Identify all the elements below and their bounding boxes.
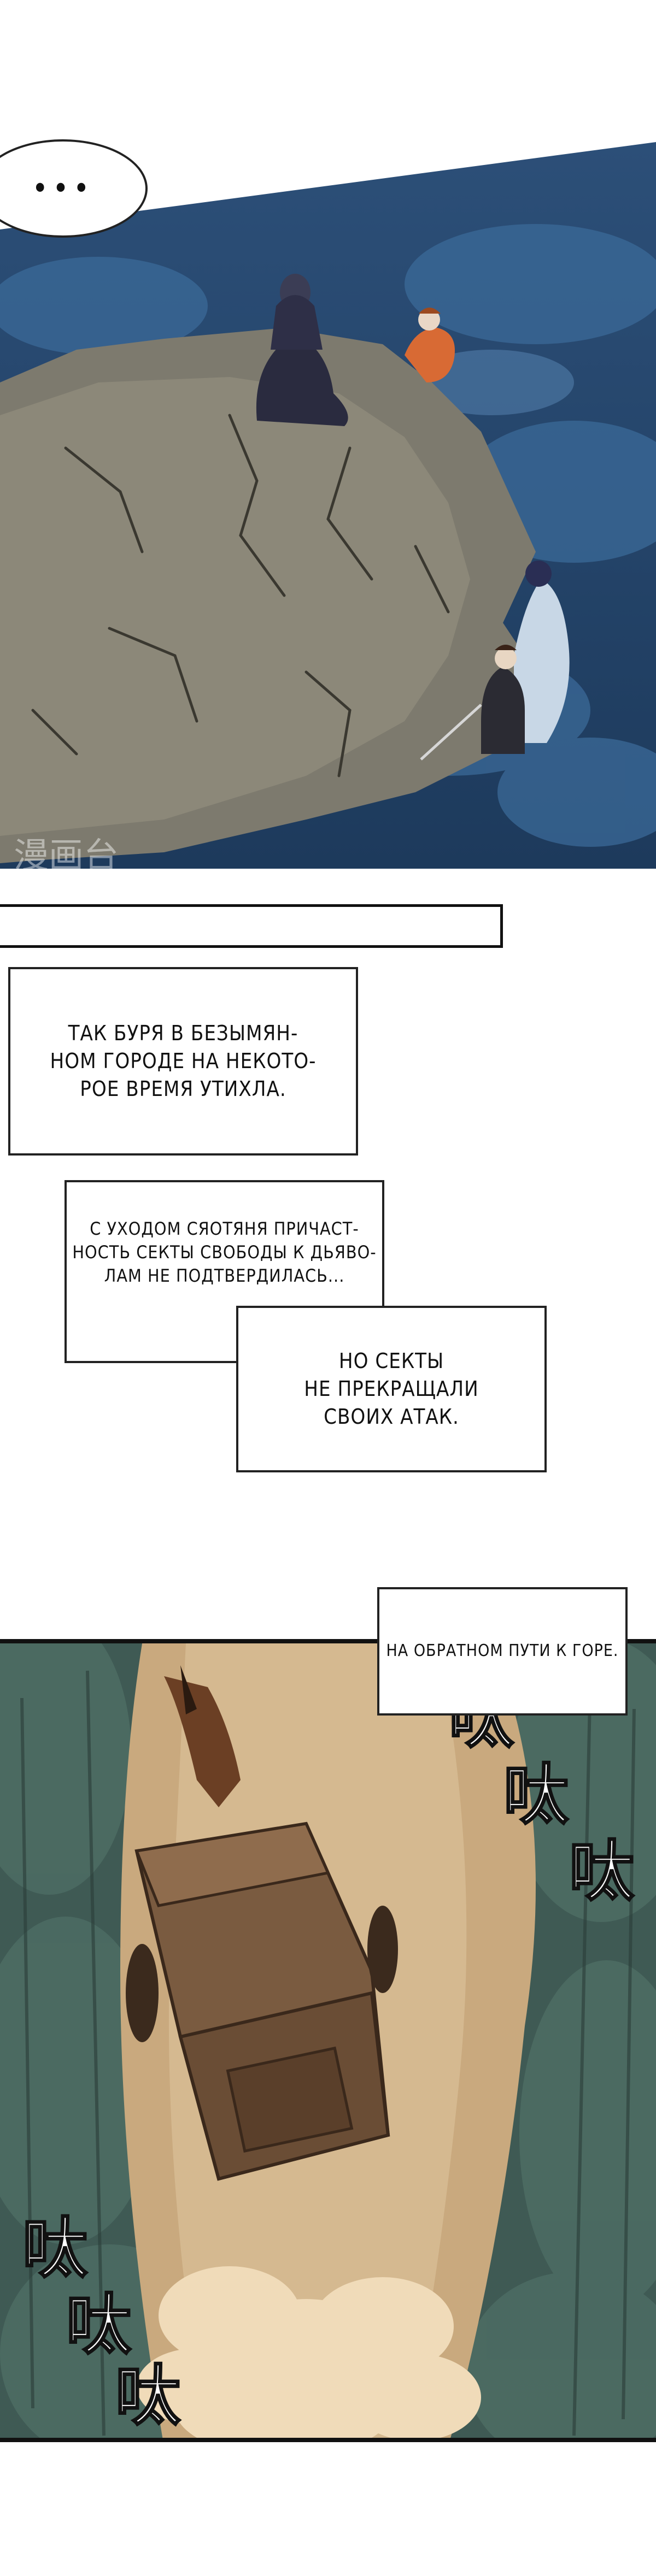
sfx-left-3: 呔: [114, 2358, 181, 2436]
bottom-illustration-panel: 呔 呔 呔 呔 呔 呔: [0, 1639, 656, 2442]
top-illustration-panel: ••• 漫画台: [0, 0, 656, 869]
caption-storm-text: ТАК БУРЯ В БЕЗЫМЯН- НОМ ГОРОДЕ НА НЕКОТО…: [50, 1021, 317, 1101]
sfx-left-1: 呔: [21, 2210, 89, 2288]
caption-departure-text: С УХОДОМ СЯОТЯНЯ ПРИЧАСТ- НОСТЬ СЕКТЫ СВ…: [72, 1218, 377, 1287]
caption-attacks-text: НО СЕКТЫ НЕ ПРЕКРАЩАЛИ СВОИХ АТАК.: [304, 1348, 479, 1429]
speech-bubble: •••: [0, 139, 148, 238]
cliff-scene-illustration: [0, 0, 656, 869]
sfx-right-3: 呔: [568, 1834, 635, 1911]
caption-return: НА ОБРАТНОМ ПУТИ К ГОРЕ.: [377, 1587, 628, 1716]
caption-storm: ТАК БУРЯ В БЕЗЫМЯН- НОМ ГОРОДЕ НА НЕКОТО…: [8, 967, 358, 1156]
sfx-left-2: 呔: [65, 2287, 132, 2365]
caption-return-text: НА ОБРАТНОМ ПУТИ К ГОРЕ.: [386, 1641, 619, 1661]
caption-attacks: НО СЕКТЫ НЕ ПРЕКРАЩАЛИ СВОИХ АТАК.: [236, 1306, 547, 1472]
cloaked-figure: [256, 274, 348, 426]
watermark-text: 漫画台: [14, 836, 119, 869]
divider-strip: [0, 904, 503, 948]
speech-bubble-text: •••: [32, 170, 94, 207]
sfx-right-2: 呔: [502, 1757, 570, 1835]
carriage-scene-illustration: [0, 1643, 656, 2438]
